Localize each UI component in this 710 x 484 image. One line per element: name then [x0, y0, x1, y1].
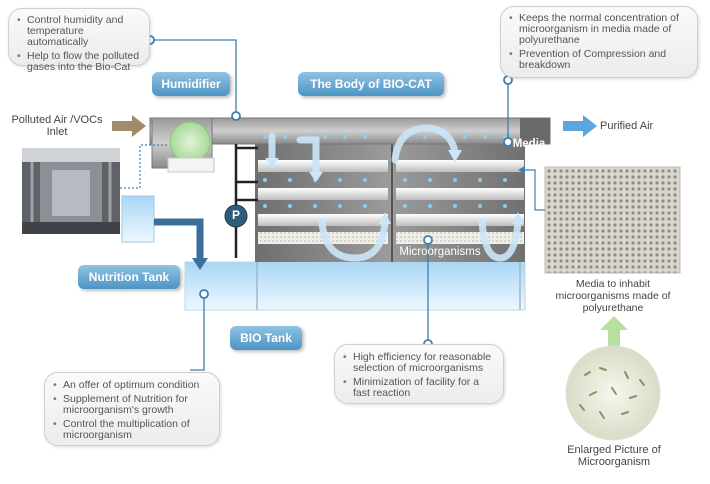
bullet-item: Minimization of facility for a fast reac…	[343, 377, 497, 399]
microorganism-info-bubble: High efficiency for reasonable selection…	[334, 344, 504, 404]
pump-label: P	[231, 208, 240, 222]
nutrition-info-bubble: An offer of optimum condition Supplement…	[44, 372, 220, 446]
green-up-arrow	[600, 316, 628, 346]
pump	[224, 204, 248, 228]
bullet-item: Supplement of Nutrition for microorganis…	[53, 394, 213, 416]
media-photo	[544, 166, 681, 274]
purified-arrow	[563, 115, 597, 137]
humidifier-info-bubble: Control humidity and temperature automat…	[8, 8, 150, 73]
media-label: Media	[512, 138, 546, 150]
bio-tank-water	[184, 261, 526, 311]
humidifier-mist	[169, 121, 211, 163]
air-flow-arrows	[268, 124, 522, 262]
inlet-label: Polluted Air /VOCs Inlet	[11, 114, 103, 138]
bullet-item: Control humidity and temperature automat…	[17, 15, 143, 48]
microorganism-caption: Enlarged Picture of Microorganism	[567, 444, 661, 468]
humidifier-tag: Humidifier	[152, 72, 230, 96]
inlet-photo	[22, 148, 120, 234]
bullet-item: Help to flow the polluted gases into the…	[17, 51, 143, 73]
nutrition-tank-tag: Nutrition Tank	[78, 265, 180, 289]
media-caption: Media to inhabit microorganisms made of …	[555, 278, 671, 314]
bullet-item: High efficiency for reasonable selection…	[343, 352, 497, 374]
bullet-item: Keeps the normal concentration of microo…	[509, 13, 691, 46]
purified-air-label: Purified Air	[600, 120, 654, 132]
bullet-item: An offer of optimum condition	[53, 380, 213, 392]
microorganism-dish	[565, 345, 661, 441]
nutrition-tank	[121, 195, 155, 243]
inlet-arrow	[112, 115, 146, 137]
microorganisms-label: Microorganisms	[399, 246, 481, 258]
bullet-item: Control the multiplication of microorgan…	[53, 419, 213, 441]
bio-tank-tag: BIO Tank	[230, 326, 302, 350]
body-tag: The Body of BIO-CAT	[298, 72, 444, 96]
bullet-item: Prevention of Compression and breakdown	[509, 49, 691, 71]
media-info-bubble: Keeps the normal concentration of microo…	[500, 6, 698, 78]
